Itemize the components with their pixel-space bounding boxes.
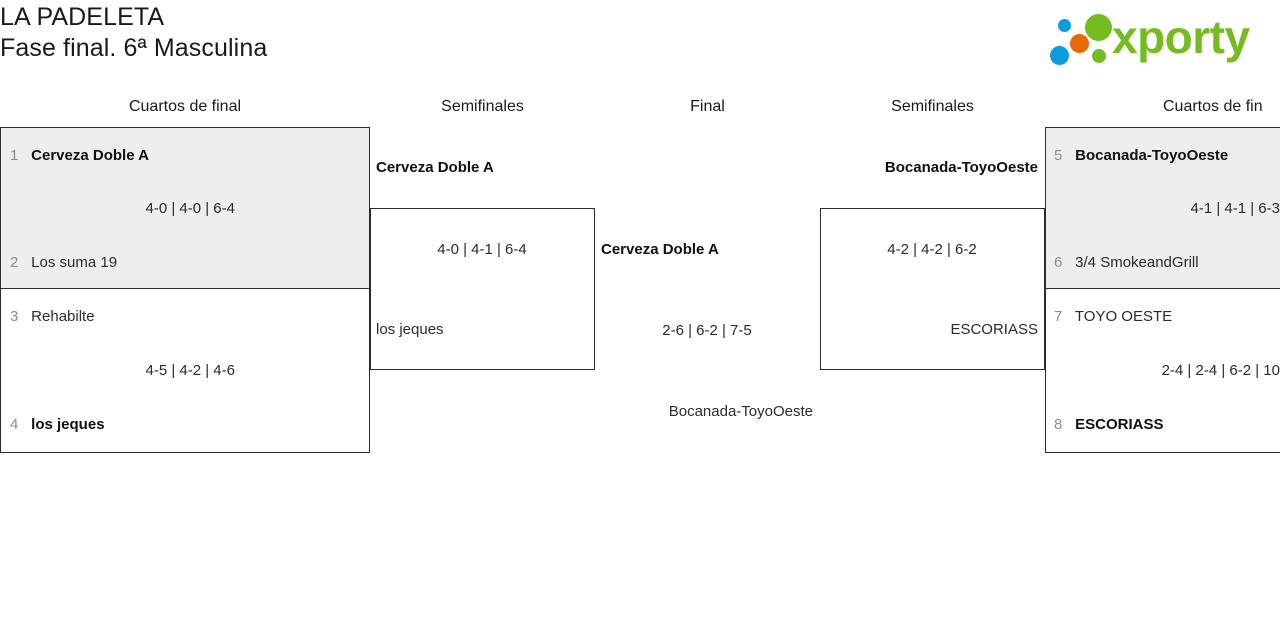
page-title: LA PADELETA Fase final. 6ª Masculina	[0, 2, 700, 64]
qf2-name-top: Rehabilte	[31, 308, 95, 325]
logo-dot-blue-small	[1058, 19, 1071, 32]
final-team-bottom[interactable]: Bocanada-ToyoOeste	[668, 403, 813, 420]
sf-left-score: 4-0 | 4-1 | 6-4	[437, 241, 527, 258]
qf2-team-bottom[interactable]: 4 los jeques	[10, 415, 360, 435]
final-team-top[interactable]: Cerveza Doble A	[601, 241, 719, 258]
qf4-team-top[interactable]: 7 TOYO OESTE	[1054, 307, 1280, 327]
qf2-score: 4-5 | 4-2 | 4-6	[145, 362, 235, 379]
qf1-name-bottom: Los suma 19	[31, 254, 118, 271]
qf3-seed-bottom: 6	[1054, 254, 1063, 271]
logo-dots-icon	[1048, 13, 1114, 65]
qf4-team-bottom[interactable]: 8 ESCORIASS	[1054, 415, 1280, 435]
match-box-qf-1[interactable]	[0, 127, 370, 289]
sf-left-team-bottom[interactable]: los jeques	[376, 321, 444, 338]
sf-right-score: 4-2 | 4-2 | 6-2	[887, 241, 977, 258]
match-box-sf-right[interactable]	[820, 208, 1045, 370]
qf1-seed-bottom: 2	[10, 254, 19, 271]
qf1-name-top: Cerveza Doble A	[31, 147, 149, 164]
logo-wordmark: xporty	[1112, 11, 1250, 63]
round-header-semifinals-right: Semifinales	[891, 98, 974, 115]
logo-dot-orange	[1070, 34, 1089, 53]
qf3-team-bottom[interactable]: 6 3/4 SmokeandGrill	[1054, 253, 1280, 273]
xporty-logo[interactable]: xporty	[1042, 8, 1274, 68]
qf3-name-top: Bocanada-ToyoOeste	[1075, 147, 1229, 164]
qf3-name-bottom: 3/4 SmokeandGrill	[1075, 254, 1199, 271]
qf4-seed-top: 7	[1054, 308, 1063, 325]
sf-left-team-top[interactable]: Cerveza Doble A	[376, 159, 494, 176]
logo-dot-green-small	[1092, 49, 1106, 63]
match-box-sf-left[interactable]	[370, 208, 595, 370]
qf2-name-bottom: los jeques	[31, 416, 105, 433]
qf1-team-bottom[interactable]: 2 Los suma 19	[10, 253, 360, 273]
match-box-qf-2[interactable]	[0, 288, 370, 453]
qf3-team-top[interactable]: 5 Bocanada-ToyoOeste	[1054, 146, 1280, 166]
qf4-seed-bottom: 8	[1054, 416, 1063, 433]
logo-dot-green-large	[1085, 14, 1112, 41]
match-box-qf-4[interactable]	[1045, 288, 1280, 453]
sf-right-team-bottom[interactable]: ESCORIASS	[950, 321, 1038, 338]
qf1-seed-top: 1	[10, 147, 19, 164]
club-name: LA PADELETA	[0, 3, 165, 31]
qf4-name-bottom: ESCORIASS	[1075, 416, 1164, 433]
qf2-seed-bottom: 4	[10, 416, 19, 433]
qf1-score: 4-0 | 4-0 | 6-4	[145, 200, 235, 217]
qf4-name-top: TOYO OESTE	[1074, 308, 1173, 325]
logo-dot-blue-large	[1050, 46, 1069, 65]
round-header-quarterfinals-left: Cuartos de final	[128, 98, 242, 115]
phase-name: Fase final. 6ª Masculina	[0, 34, 268, 62]
qf3-seed-top: 5	[1054, 147, 1063, 164]
final-score: 2-6 | 6-2 | 7-5	[662, 322, 752, 339]
qf4-score: 2-4 | 2-4 | 6-2 | 10	[1161, 362, 1280, 379]
sf-right-team-top[interactable]: Bocanada-ToyoOeste	[884, 159, 1038, 176]
round-header-semifinals-left: Semifinales	[441, 98, 524, 115]
match-box-qf-3[interactable]	[1045, 127, 1280, 289]
qf3-score: 4-1 | 4-1 | 6-3	[1190, 200, 1280, 217]
round-header-final: Final	[690, 98, 725, 115]
qf2-team-top[interactable]: 3 Rehabilte	[10, 307, 360, 327]
round-header-quarterfinals-right: Cuartos de fin	[1163, 98, 1263, 115]
qf2-seed-top: 3	[10, 308, 19, 325]
qf1-team-top[interactable]: 1 Cerveza Doble A	[10, 146, 360, 166]
